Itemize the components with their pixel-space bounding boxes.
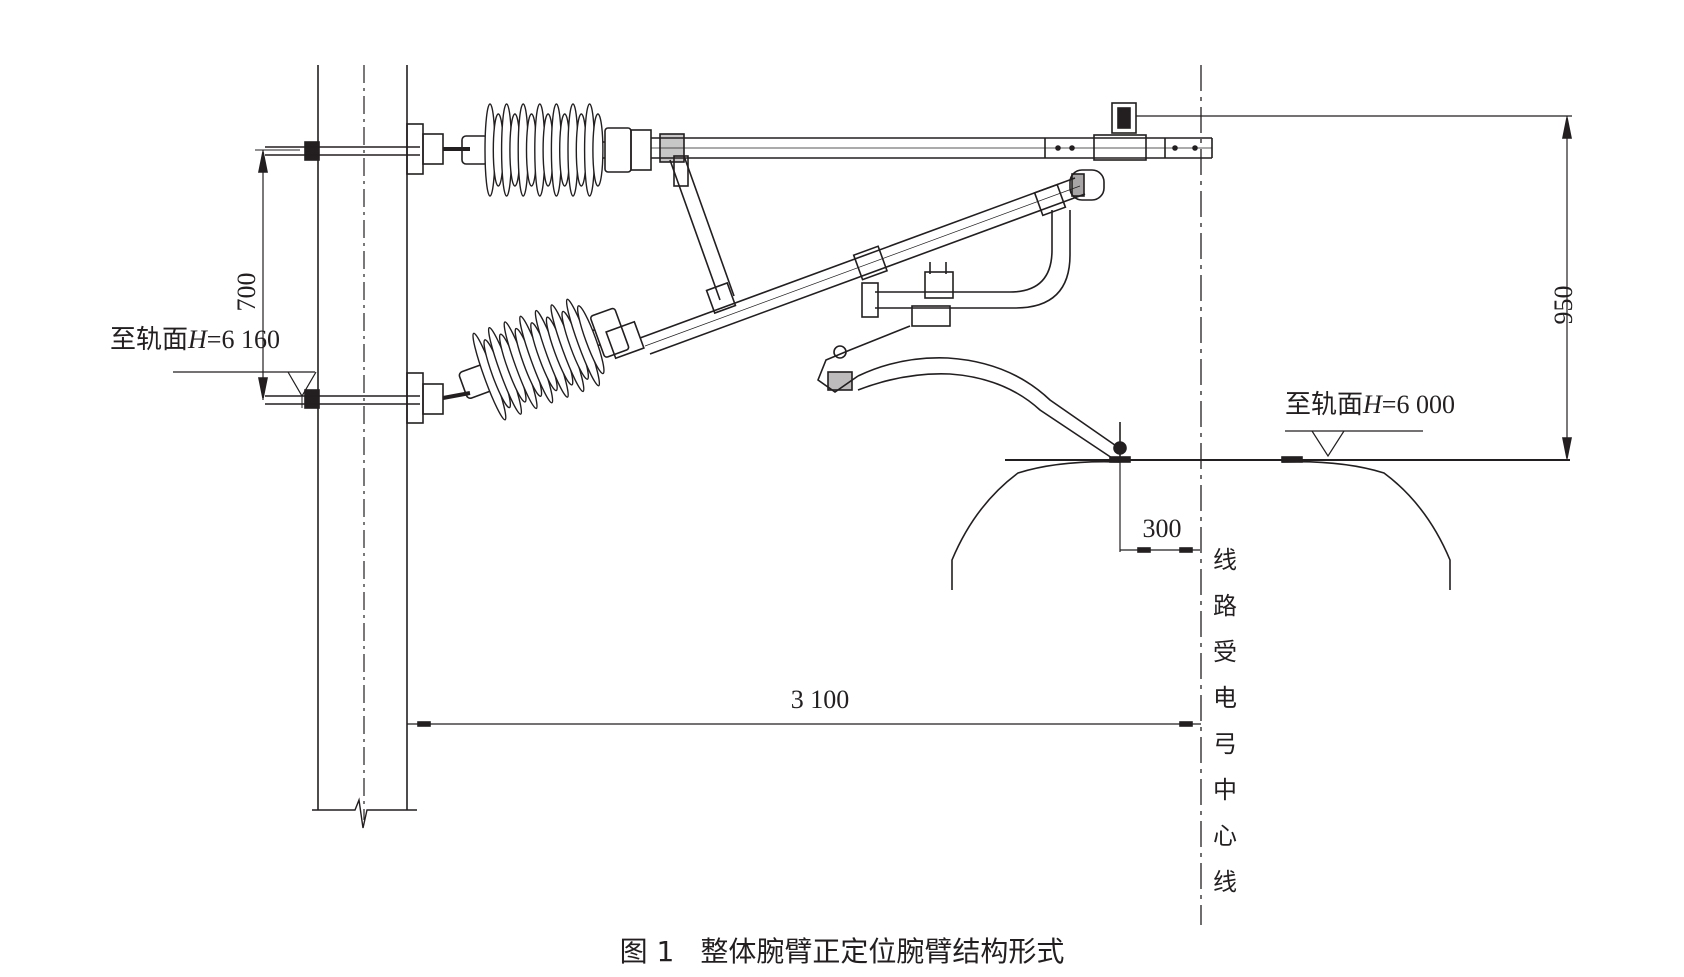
- height-marker-left: [173, 371, 317, 408]
- height-label-left-value: =6 160: [207, 325, 280, 354]
- lower-bracket: [265, 372, 471, 424]
- insulator-shed: [576, 305, 605, 375]
- brace: [669, 155, 737, 315]
- dimension-300-label: 300: [1143, 514, 1182, 543]
- insulator-shed: [592, 113, 604, 187]
- centerline-label-char: 线: [1213, 547, 1237, 574]
- mast: [312, 65, 417, 829]
- steady-arm: [817, 325, 1127, 460]
- centerline-label-char: 心: [1213, 824, 1237, 850]
- height-label-right-var: H: [1362, 390, 1383, 419]
- height-label-left-prefix: 至轨面: [110, 325, 188, 354]
- upper-insulator-sheds: [484, 103, 604, 197]
- pantograph-profile: [951, 460, 1451, 590]
- lower-insulator-sheds: [472, 298, 605, 421]
- dimension-300: [1119, 462, 1200, 553]
- height-label-right-value: =6 000: [1382, 390, 1455, 419]
- centerline-label-char: 弓: [1213, 732, 1237, 758]
- dimension-3100-label: 3 100: [791, 685, 850, 714]
- figure-number: 图 1: [619, 935, 675, 968]
- dimension-950-label: 950: [1549, 286, 1578, 325]
- dimension-700: [255, 149, 300, 400]
- dimension-700-label: 700: [232, 273, 261, 312]
- dimension-950: [1136, 115, 1572, 460]
- height-label-left: 至轨面H=6 160: [110, 325, 280, 354]
- figure-title: 整体腕臂正定位腕臂结构形式: [700, 935, 1065, 968]
- horizontal-tube: [651, 102, 1213, 163]
- centerline-label-char: 路: [1213, 593, 1237, 620]
- height-label-left-var: H: [187, 325, 208, 354]
- positioning-tube: [861, 210, 1071, 327]
- upper-bracket: [265, 123, 470, 175]
- centerline-label-char: 线: [1213, 869, 1237, 896]
- centerline-label-char: 中: [1213, 777, 1237, 804]
- centerline-label-char: 电: [1213, 685, 1237, 712]
- figure-caption: 图 1 整体腕臂正定位腕臂结构形式: [0, 930, 1684, 970]
- centerline-label-char: 受: [1213, 639, 1237, 666]
- height-label-right-prefix: 至轨面: [1285, 390, 1363, 419]
- dimension-3100: [407, 721, 1201, 727]
- height-label-right: 至轨面H=6 000: [1285, 390, 1455, 419]
- height-marker-right: [1285, 430, 1423, 458]
- diagonal-tube: [605, 169, 1105, 360]
